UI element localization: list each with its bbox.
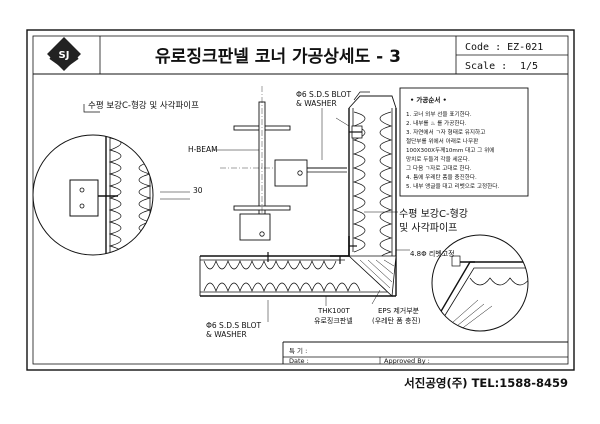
scale-label: Scale :: [465, 61, 507, 72]
label-thk-2: 유로징크판넬: [314, 316, 353, 325]
label-bolt-bottom-1: Φ6 S.D.S BLOT: [206, 321, 261, 330]
svg-text:4. 틈에 우레탄 폼을 충진한다.: 4. 틈에 우레탄 폼을 충진한다.: [406, 173, 477, 181]
label-reinforce-right-2: 및 사각파이프: [399, 222, 457, 234]
detail-circle-left: [32, 134, 154, 256]
label-eps-1: EPS 제거부분: [378, 306, 420, 315]
dimension-30: 30: [160, 186, 203, 200]
svg-text:망치로 두들겨 각을 세운다.: 망치로 두들겨 각을 세운다.: [406, 155, 470, 163]
label-reinforce-left: 수평 보강C-형강 및 사각파이프: [88, 100, 199, 111]
horizontal-panel: [199, 236, 397, 297]
remarks-label: 특 기 :: [289, 346, 307, 355]
footer-block: 특 기 : Date : Approved By :: [282, 341, 568, 365]
label-bolt-top-1: Φ6 S.D.S BLOT: [296, 90, 351, 99]
code-label: Code : EZ-021: [465, 42, 543, 53]
label-bolt-bottom-2: & WASHER: [206, 330, 247, 339]
scale-value: 1/5: [520, 61, 538, 72]
notes-box: • 가공순서 • 1. 코너 외부 선을 표기한다. 2. 내부를 ♨ 를 가공…: [399, 87, 529, 197]
logo-text: SJ: [59, 50, 70, 61]
svg-text:절단부를 위에서 아래로 나무판: 절단부를 위에서 아래로 나무판: [406, 137, 478, 145]
label-bolt-top-2: & WASHER: [296, 99, 337, 108]
company-info: 서진공영(주) TEL:1588-8459: [404, 376, 568, 390]
svg-text:30: 30: [193, 186, 203, 195]
approved-label: Approved By :: [384, 357, 430, 365]
svg-text:1. 코너 외부 선을 표기한다.: 1. 코너 외부 선을 표기한다.: [406, 110, 472, 118]
title-block: SJ 유로징크판넬 코너 가공상세도 - 3 Code : EZ-021 Sca…: [33, 36, 568, 75]
label-eps-2: (우레탄 폼 충진): [372, 316, 421, 325]
detail-circle-right: [431, 234, 529, 332]
svg-text:100X300X두께10mm 대고 그 위에: 100X300X두께10mm 대고 그 위에: [406, 146, 494, 154]
date-label: Date :: [289, 357, 309, 365]
label-thk-1: THK100T: [317, 307, 350, 315]
notes-heading: • 가공순서 •: [410, 95, 447, 104]
h-beam: [220, 86, 310, 241]
svg-text:5. 내부 앵글을 대고 리벳으로 고정한다.: 5. 내부 앵글을 대고 리벳으로 고정한다.: [406, 182, 499, 190]
svg-text:3. 자연에서 ㄱ자 형태로 유지하고: 3. 자연에서 ㄱ자 형태로 유지하고: [406, 128, 485, 136]
company-logo: SJ: [47, 37, 81, 71]
sheet-border: [26, 29, 575, 371]
label-reinforce-right-1: 수평 보강C-형강: [399, 208, 468, 220]
svg-text:2. 내부를 ♨ 를 가공한다.: 2. 내부를 ♨ 를 가공한다.: [406, 119, 467, 127]
drawing-title: 유로징크판넬 코너 가공상세도 - 3: [155, 47, 401, 67]
label-hbeam: H-BEAM: [188, 145, 218, 154]
label-rivet: 4.8Φ 리벳고정: [410, 249, 455, 258]
svg-text:그 다음 ㄱ자로 고대로 한다.: 그 다음 ㄱ자로 고대로 한다.: [406, 164, 472, 172]
